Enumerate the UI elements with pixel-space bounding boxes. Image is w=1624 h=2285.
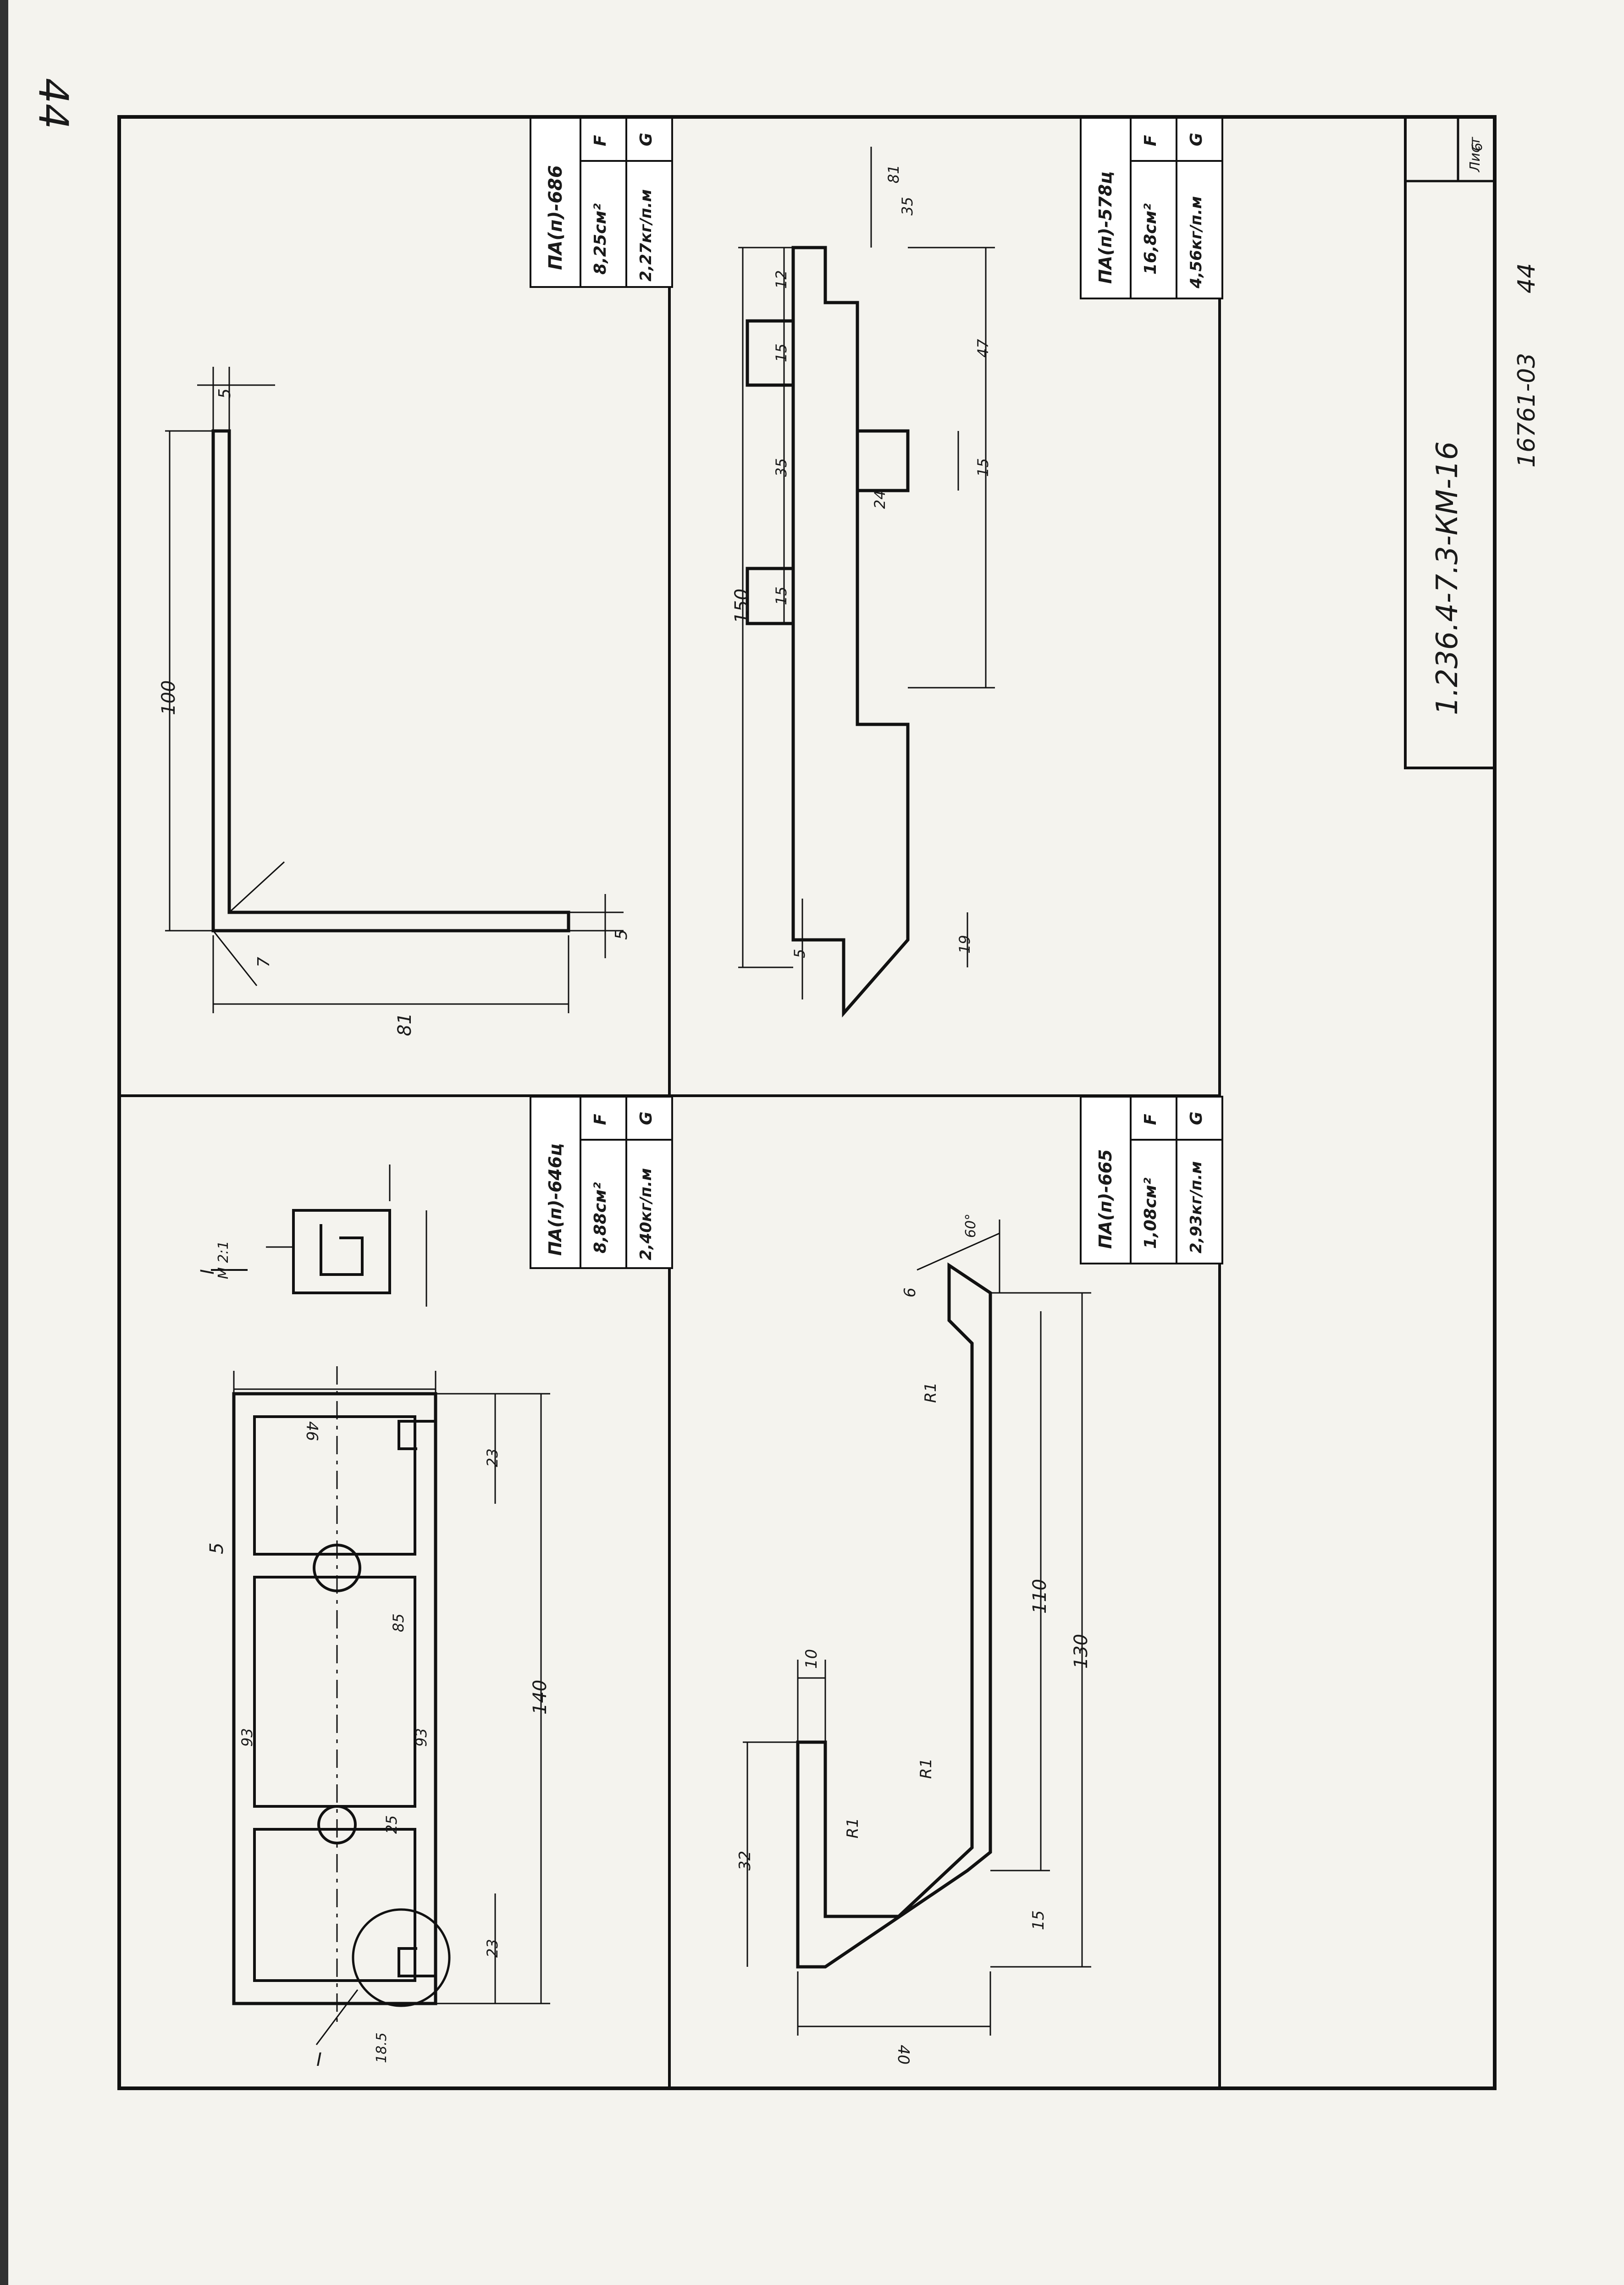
angle-686-spec-table: ПА(п)-686 F 8,25см² G 2,27кг/п.м [530, 117, 673, 288]
frame-border [117, 115, 1497, 2090]
channel-665-spec-f-label: F [1141, 1114, 1160, 1125]
channel-665-dim-130: 130 [1071, 1634, 1092, 1669]
channel-665-dim-r1c: R1 [844, 1817, 862, 1838]
frame-646-spec-table: ПА(п)-646ц F 8,88см² G 2,40кг/п.м [530, 1096, 673, 1269]
channel-665-spec-title: ПА(п)-665 [1095, 1149, 1116, 1249]
channel-665-spec-f-value: 1,08см² [1141, 1177, 1160, 1249]
channel-665-spec-g-label: G [1187, 1111, 1206, 1125]
channel-665-spec-table: ПА(п)-665 F 1,08см² G 2,93кг/п.м [1080, 1096, 1223, 1264]
channel-665-spec-g-value: 2,93кг/п.м [1187, 1161, 1205, 1253]
channel-665-dim-60: 60° [963, 1213, 979, 1238]
plate-578-spec-table: ПА(п)-578ц F 16,8см² G 4,56кг/п.м [1080, 117, 1223, 299]
title-block [1404, 116, 1496, 769]
channel-665-dim-40: 40 [894, 2045, 912, 2065]
frame-646-detail-circle [352, 1908, 451, 2007]
drawing-code: 1.236.4-7.3-КМ-16 [1431, 441, 1464, 715]
frame-646-profile [232, 1392, 437, 2005]
inventory-number: 16761-03 [1513, 353, 1541, 468]
channel-665-dim-r1a: R1 [922, 1382, 940, 1403]
frame-646-detail-label: I [316, 2049, 322, 2070]
channel-665-dim-r1b: R1 [917, 1758, 935, 1779]
plate-578-profile [791, 246, 910, 1018]
channel-665-dim-6: 6 [901, 1287, 919, 1297]
channel-665-dim-32: 32 [736, 1850, 754, 1871]
inventory-sheet-number: 44 [1513, 263, 1541, 293]
channel-665-dim-110: 110 [1029, 1579, 1050, 1614]
channel-665-profile [796, 1262, 992, 1969]
sheet-value: 6 [1469, 142, 1486, 151]
channel-665-dim-15: 15 [1029, 1910, 1048, 1930]
channel-665-dim-10: 10 [802, 1649, 821, 1669]
